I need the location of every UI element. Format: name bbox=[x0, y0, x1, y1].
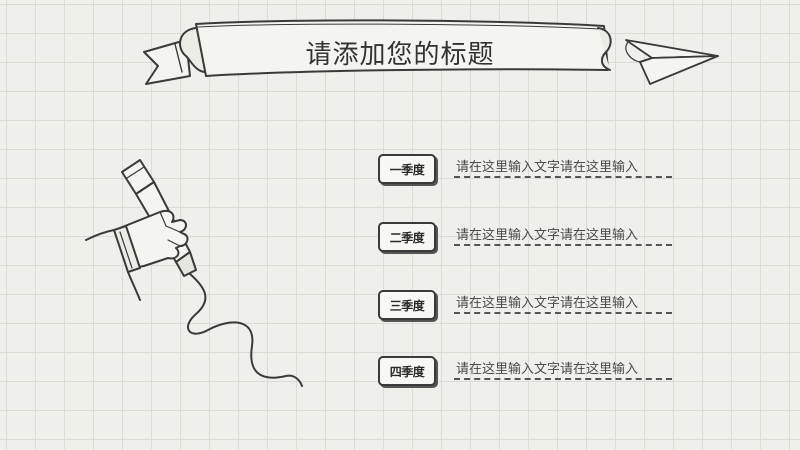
quarter-badge: 三季度 bbox=[378, 290, 436, 320]
ribbon-banner-icon bbox=[143, 19, 719, 85]
item-text[interactable]: 请在这里输入文字请在这里输入 bbox=[456, 228, 639, 243]
dashed-underline bbox=[454, 312, 672, 314]
page-title: 请添加您的标题 bbox=[305, 39, 495, 70]
dashed-underline bbox=[454, 176, 672, 178]
paper-plane-icon bbox=[625, 39, 719, 85]
hand-holding-microphone-icon bbox=[85, 159, 303, 387]
quarter-badge: 一季度 bbox=[378, 154, 436, 184]
quarter-badge: 二季度 bbox=[378, 222, 436, 252]
dashed-underline bbox=[454, 244, 672, 246]
dashed-underline bbox=[454, 378, 672, 380]
item-text[interactable]: 请在这里输入文字请在这里输入 bbox=[456, 296, 639, 311]
item-text[interactable]: 请在这里输入文字请在这里输入 bbox=[456, 362, 639, 377]
item-text[interactable]: 请在这里输入文字请在这里输入 bbox=[456, 160, 639, 175]
quarter-badge: 四季度 bbox=[378, 356, 436, 386]
